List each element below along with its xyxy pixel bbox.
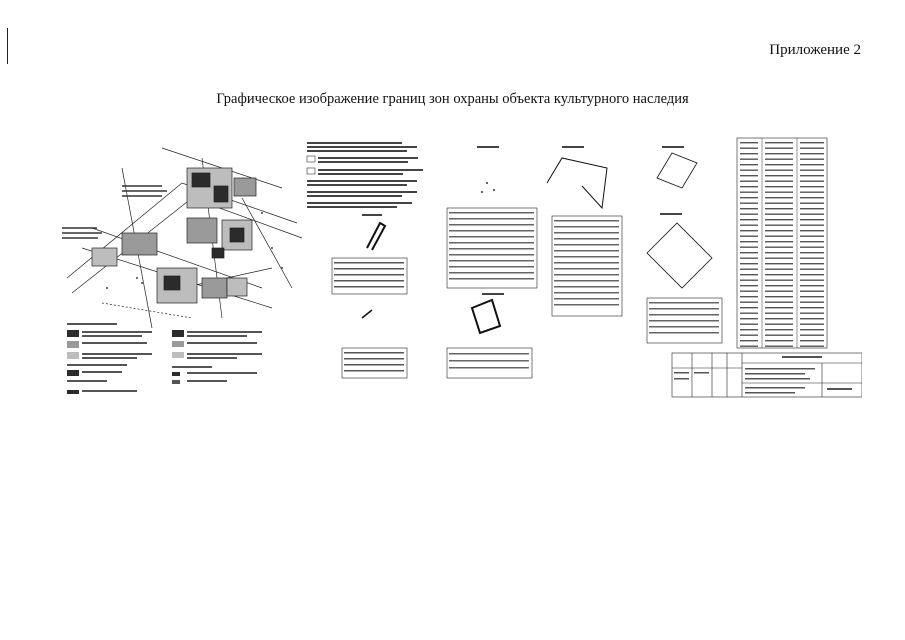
appendix-label: Приложение 2 [769,42,861,58]
binding-margin-mark [7,28,8,64]
site-plan [62,147,303,329]
blueprint-scan-icon [62,137,862,398]
drawing-sheet [62,128,862,400]
document-title: Графическое изображение границ зон охран… [216,91,689,107]
zone-6-7-panel [646,146,723,344]
zone-3-panel [446,146,538,379]
zone-description-panel [306,142,423,379]
site-plan-legend [67,323,262,394]
coordinates-table [736,137,828,349]
zone-4-panel [546,146,623,317]
title-block [671,352,862,398]
